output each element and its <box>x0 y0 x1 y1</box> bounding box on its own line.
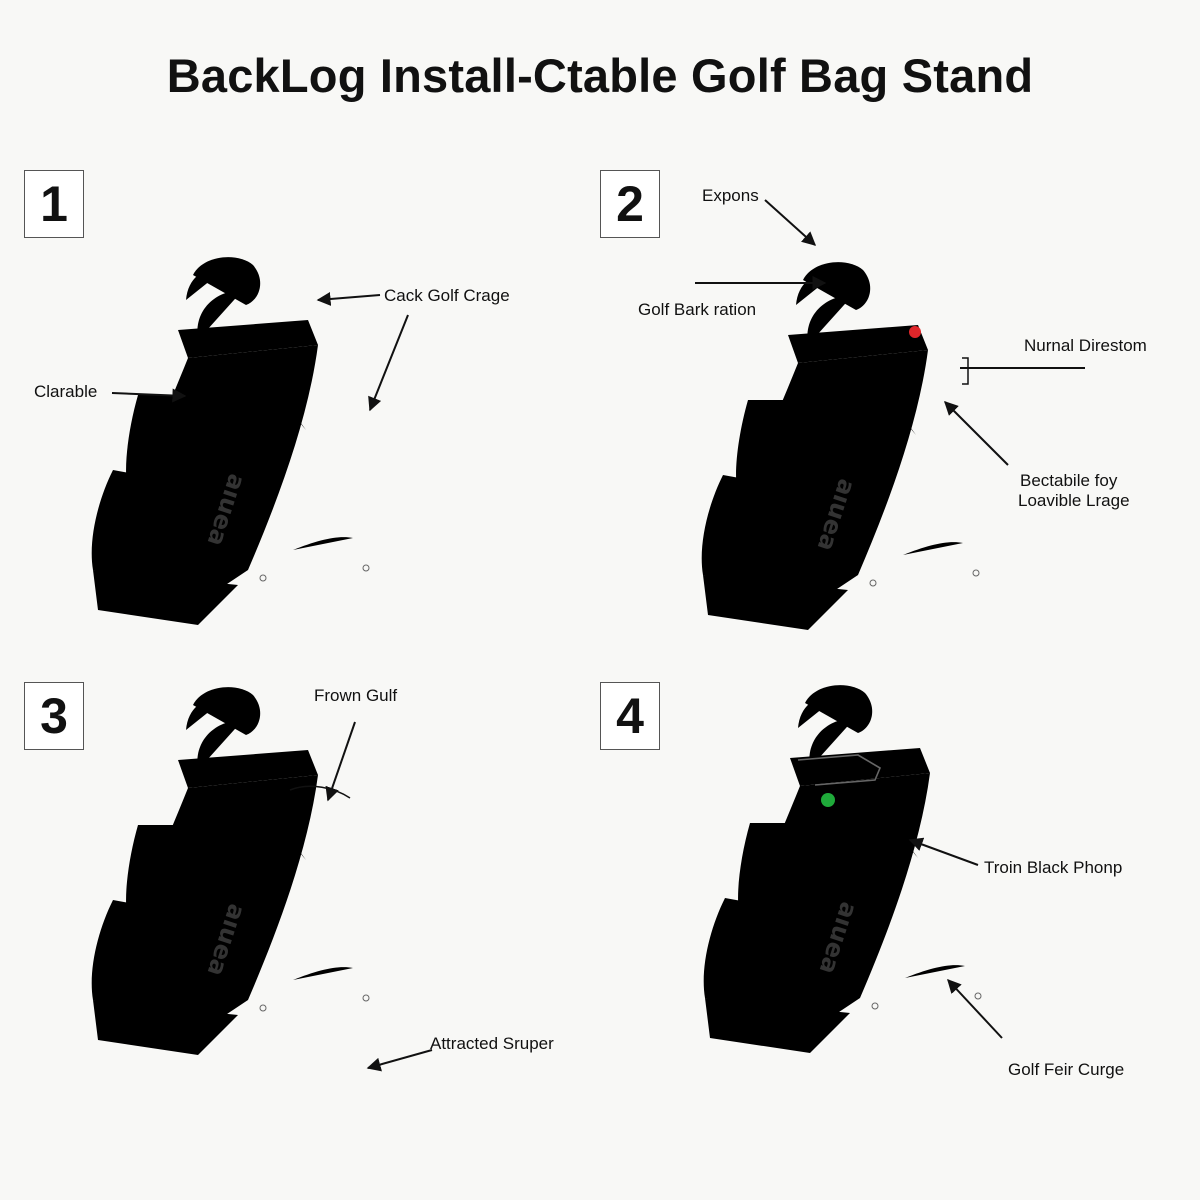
golf-bag-illustration-2: ɐǝnıɐ <box>695 199 1085 631</box>
red-marker-dot <box>909 326 921 338</box>
step-number-2: 2 <box>600 170 660 238</box>
label-cack-golf-crage: Cack Golf Crage <box>384 286 510 305</box>
green-marker-dot <box>821 793 835 807</box>
label-expons: Expons <box>702 186 759 205</box>
label-bectabile-foy: Bectabile foy <box>1020 471 1118 490</box>
step-panel-4: 4 ɐǝnıɐ Troin Black Phonp Golf Feir Curg… <box>600 660 1200 1180</box>
label-frown-gulf: Frown Gulf <box>314 686 398 705</box>
label-golf-bark-ration: Golf Bark ration <box>638 300 757 319</box>
label-attracted-sruper: Attracted Sruper <box>430 1034 554 1053</box>
golf-bag-illustration-1: ɐǝnıɐ <box>91 256 409 626</box>
step-panel-3: 3 ɐǝnıɐ Frown Gulf Attracted Sruper <box>0 660 600 1180</box>
label-loavible-lrage: Loavible Lrage <box>1018 491 1130 510</box>
step-number-4: 4 <box>600 682 660 750</box>
golf-bag-illustration-4: ɐǝnıɐ <box>703 684 1003 1054</box>
label-troin-black-phonp: Troin Black Phonp <box>984 858 1123 877</box>
step-number-1: 1 <box>24 170 84 238</box>
step-panel-2: 2 ɐǝnıɐ Expons Golf Bark ration Nurnal D… <box>600 140 1200 660</box>
label-golf-feir-curge: Golf Feir Curge <box>1008 1060 1125 1079</box>
step-number-3: 3 <box>24 682 84 750</box>
diagram-title: BackLog Install-Ctable Golf Bag Stand <box>166 49 1034 102</box>
step-panel-1: 1 ɐǝnıɐ Cack Golf Crage Clarable <box>0 140 600 660</box>
golf-bag-illustration-3: ɐǝnıɐ <box>91 686 433 1072</box>
label-nurnal-direstom: Nurnal Direstom <box>1024 336 1147 355</box>
label-clarable: Clarable <box>34 382 98 401</box>
